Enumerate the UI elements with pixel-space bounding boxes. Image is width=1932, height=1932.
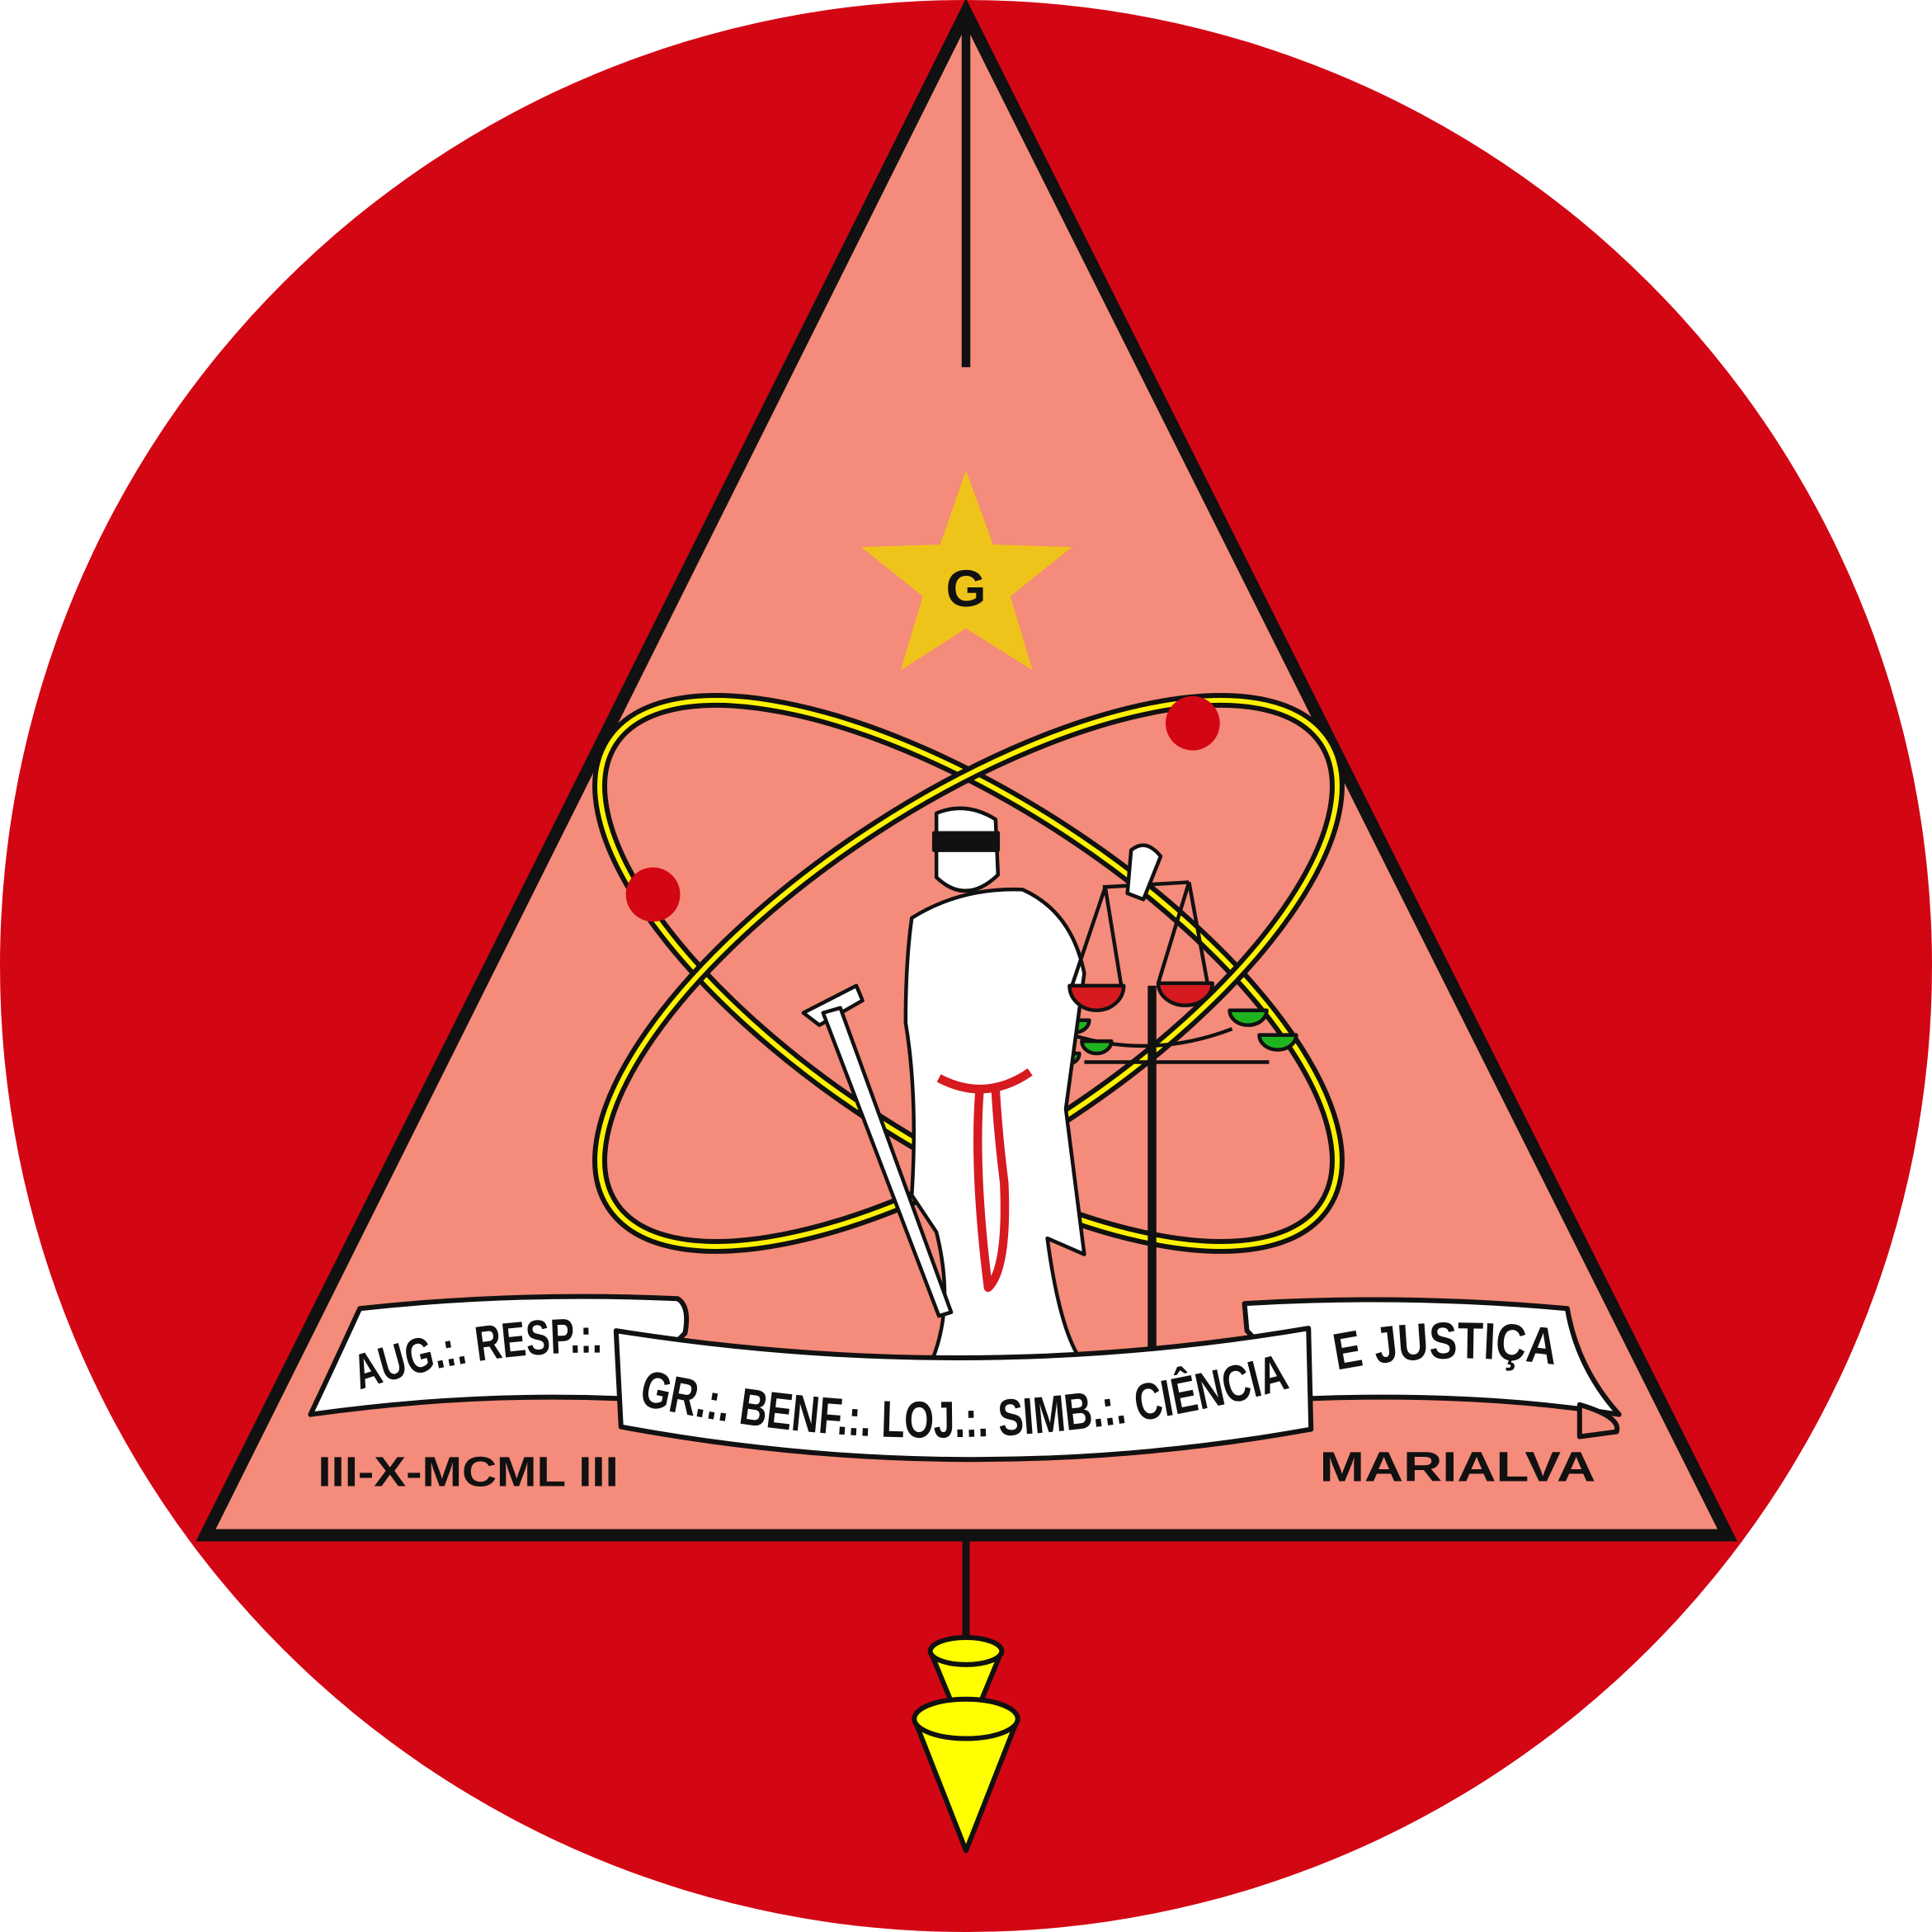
star-icon: G: [861, 470, 1072, 671]
banner-ribbon: [308, 1293, 1622, 1463]
banner-right-text: E JUSTIÇA: [1329, 1312, 1560, 1381]
founding-date: III-X-MCML III: [318, 1448, 618, 1495]
justice-figure-icon: [801, 806, 1298, 1364]
star-letter: G: [946, 560, 987, 618]
plumb-bob-icon: [912, 1540, 1020, 1854]
city-name: MARIALVA: [1320, 1443, 1596, 1490]
